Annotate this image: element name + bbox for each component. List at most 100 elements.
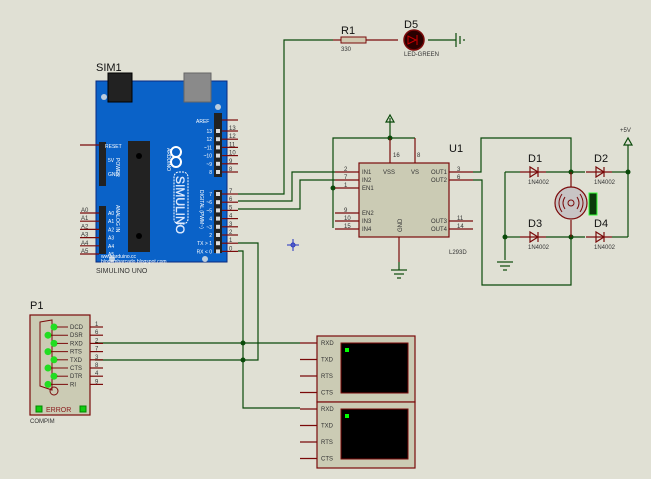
svg-text:LED-GREEN: LED-GREEN (404, 52, 439, 58)
terminal-cursor (345, 414, 349, 418)
diode-ref: D4 (594, 218, 608, 230)
com-pin-led (44, 331, 52, 339)
svg-text:16: 16 (393, 153, 400, 159)
pin-label: TXD (321, 358, 334, 364)
pin-label: RI (70, 382, 76, 388)
usb-connector (183, 72, 212, 103)
pin-number: 11 (229, 142, 236, 148)
pin-number: 11 (457, 216, 464, 222)
resistor-r1[interactable]: R1 330 (333, 25, 398, 53)
pin-label: 2 (209, 233, 212, 239)
diode-ref: D2 (594, 153, 608, 165)
pin-label: OUT3 (431, 219, 448, 225)
svg-text:SIMULINO: SIMULINO (173, 176, 187, 234)
power-arrow (384, 113, 396, 123)
pin-number: 4 (229, 214, 233, 220)
pin-label: RXD (70, 341, 83, 347)
pin-number: 8 (95, 363, 99, 369)
com-pin-led (50, 372, 58, 380)
svg-text:GND: GND (108, 172, 120, 178)
pin-number: 4 (95, 371, 99, 377)
svg-text:330: 330 (341, 47, 352, 53)
pin-label: A4 (108, 244, 114, 250)
pin-label: IN3 (362, 219, 372, 225)
svg-text:www.arduino.cc: www.arduino.cc (101, 254, 137, 260)
diode-ref: D1 (528, 153, 542, 165)
pin-label: ~11 (204, 145, 212, 151)
pin-number: 13 (229, 126, 236, 132)
arduino-board[interactable]: SIM1 SIMULINO ARDUINO RESET 5V GND POWER… (80, 62, 238, 275)
pin-label: TX > 1 (197, 241, 212, 247)
pin-number: A0 (81, 208, 89, 214)
pin-number: 1 (229, 238, 233, 244)
supply-label: +5V (620, 128, 631, 134)
pin-number: A3 (81, 233, 89, 239)
pin-label: A3 (108, 236, 114, 242)
terminal-screen (340, 342, 409, 394)
pin-number: A1 (81, 216, 89, 222)
pin-label: IN2 (362, 178, 372, 184)
diode-value: 1N4002 (594, 245, 616, 251)
digital-header-bottom (214, 190, 222, 253)
pin-number: 2 (95, 338, 99, 344)
svg-text:VS: VS (411, 170, 419, 176)
pin-label: ~3 (206, 225, 212, 231)
mount-hole (101, 94, 107, 100)
pin-number: 14 (457, 224, 464, 230)
led-d5[interactable]: D5 LED-GREEN (403, 19, 439, 58)
svg-text:GND: GND (398, 218, 404, 232)
pin-label: EN1 (362, 186, 374, 192)
svg-text:L293D: L293D (449, 250, 467, 256)
diode-d3[interactable]: D3 1N4002 (520, 218, 550, 251)
diode-ref: D3 (528, 218, 542, 230)
com-pin-led (44, 364, 52, 372)
terminal-screen (340, 408, 409, 460)
arduino-name: SIMULINO UNO (96, 268, 148, 275)
power-header (99, 142, 106, 186)
pin-label: IN4 (362, 227, 372, 233)
pin-label: OUT4 (431, 227, 448, 233)
pin-number: 2 (229, 230, 233, 236)
com-pin-led (44, 348, 52, 356)
svg-text:P1: P1 (30, 300, 43, 312)
pin-number: 3 (457, 167, 461, 173)
svg-text:ERROR: ERROR (46, 407, 71, 414)
pin-label: RTS (321, 374, 333, 380)
pin-number: 9 (95, 379, 99, 385)
pin-label: DTR (70, 374, 83, 380)
pin-label: A5 (108, 252, 114, 258)
pin-number: 10 (229, 151, 236, 157)
pin-label: OUT2 (431, 178, 448, 184)
pin-label: DCD (70, 325, 84, 331)
simulino-logo: SIMULINO ARDUINO (165, 146, 189, 234)
pin-label: ~9 (206, 162, 212, 168)
analog-header (99, 206, 106, 254)
pin-number: 9 (344, 208, 348, 214)
ground-symbol (391, 262, 407, 279)
pin-label: 7 (209, 192, 212, 198)
com-pin-led (44, 380, 52, 388)
svg-text:U1: U1 (449, 143, 463, 155)
dc-motor[interactable] (554, 172, 598, 237)
pin-number: 1 (95, 322, 99, 328)
pin-label: CTS (70, 366, 82, 372)
pin-label: CTS (321, 391, 333, 397)
pin-label: RXD (321, 407, 334, 413)
com-pin-led (50, 356, 58, 364)
pin-number: 0 (229, 246, 233, 252)
diode-d4[interactable]: D4 1N4002 (586, 218, 616, 251)
arduino-ref: SIM1 (96, 62, 122, 74)
diode-value: 1N4002 (528, 245, 550, 251)
pin-label: RX < 0 (197, 249, 213, 255)
svg-text:ARDUINO: ARDUINO (165, 148, 171, 171)
power-arrow (622, 136, 634, 146)
com-pin-led (50, 339, 58, 347)
pin-label: OUT1 (431, 170, 448, 176)
